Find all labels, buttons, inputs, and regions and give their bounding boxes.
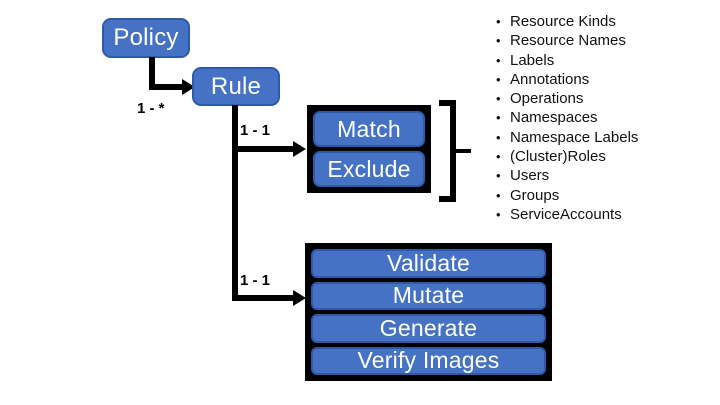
node-exclude-label: Exclude bbox=[327, 155, 411, 182]
list-item: Namespaces bbox=[494, 108, 714, 128]
node-match-label: Match bbox=[337, 115, 401, 142]
curly-brace-icon bbox=[437, 100, 471, 202]
list-item: Users bbox=[494, 166, 714, 186]
arrowhead-rule-to-actions bbox=[293, 290, 306, 306]
list-item: Annotations bbox=[494, 70, 714, 90]
node-verify-images-label: Verify Images bbox=[357, 347, 500, 374]
list-item: Operations bbox=[494, 89, 714, 109]
cardinality-policy-rule: 1 - * bbox=[137, 100, 165, 117]
node-rule-label: Rule bbox=[210, 72, 262, 100]
node-policy[interactable]: Policy bbox=[102, 18, 190, 58]
node-mutate[interactable]: Mutate bbox=[311, 281, 546, 310]
criteria-list: Resource Kinds Resource Names Labels Ann… bbox=[494, 12, 714, 225]
list-item: Labels bbox=[494, 51, 714, 71]
node-mutate-label: Mutate bbox=[392, 282, 465, 309]
list-item: Resource Kinds bbox=[494, 12, 714, 32]
node-generate-label: Generate bbox=[379, 314, 478, 341]
arrowhead-rule-to-match bbox=[293, 141, 306, 157]
node-match[interactable]: Match bbox=[313, 111, 425, 147]
list-item: (Cluster)Roles bbox=[494, 147, 714, 167]
node-generate[interactable]: Generate bbox=[311, 314, 546, 343]
connector-policy-rule-vertical bbox=[149, 57, 155, 90]
node-exclude[interactable]: Exclude bbox=[313, 151, 425, 187]
cardinality-rule-match: 1 - 1 bbox=[240, 122, 271, 139]
node-rule[interactable]: Rule bbox=[192, 67, 280, 106]
list-item: ServiceAccounts bbox=[494, 205, 714, 225]
group-match-exclude: Match Exclude bbox=[307, 105, 431, 193]
node-verify-images[interactable]: Verify Images bbox=[311, 346, 546, 375]
list-item: Groups bbox=[494, 186, 714, 206]
node-validate[interactable]: Validate bbox=[311, 249, 546, 278]
list-item: Resource Names bbox=[494, 31, 714, 51]
arrowhead-policy-to-rule bbox=[182, 79, 195, 95]
connector-rule-spine bbox=[232, 105, 238, 301]
node-validate-label: Validate bbox=[386, 249, 470, 276]
group-rule-actions: Validate Mutate Generate Verify Images bbox=[305, 243, 552, 381]
cardinality-rule-actions: 1 - 1 bbox=[240, 272, 271, 289]
connector-rule-to-match bbox=[232, 146, 299, 152]
connector-rule-to-actions bbox=[232, 295, 299, 301]
list-item: Namespace Labels bbox=[494, 128, 714, 148]
node-policy-label: Policy bbox=[113, 24, 179, 51]
connector-policy-rule-horizontal bbox=[149, 84, 187, 90]
